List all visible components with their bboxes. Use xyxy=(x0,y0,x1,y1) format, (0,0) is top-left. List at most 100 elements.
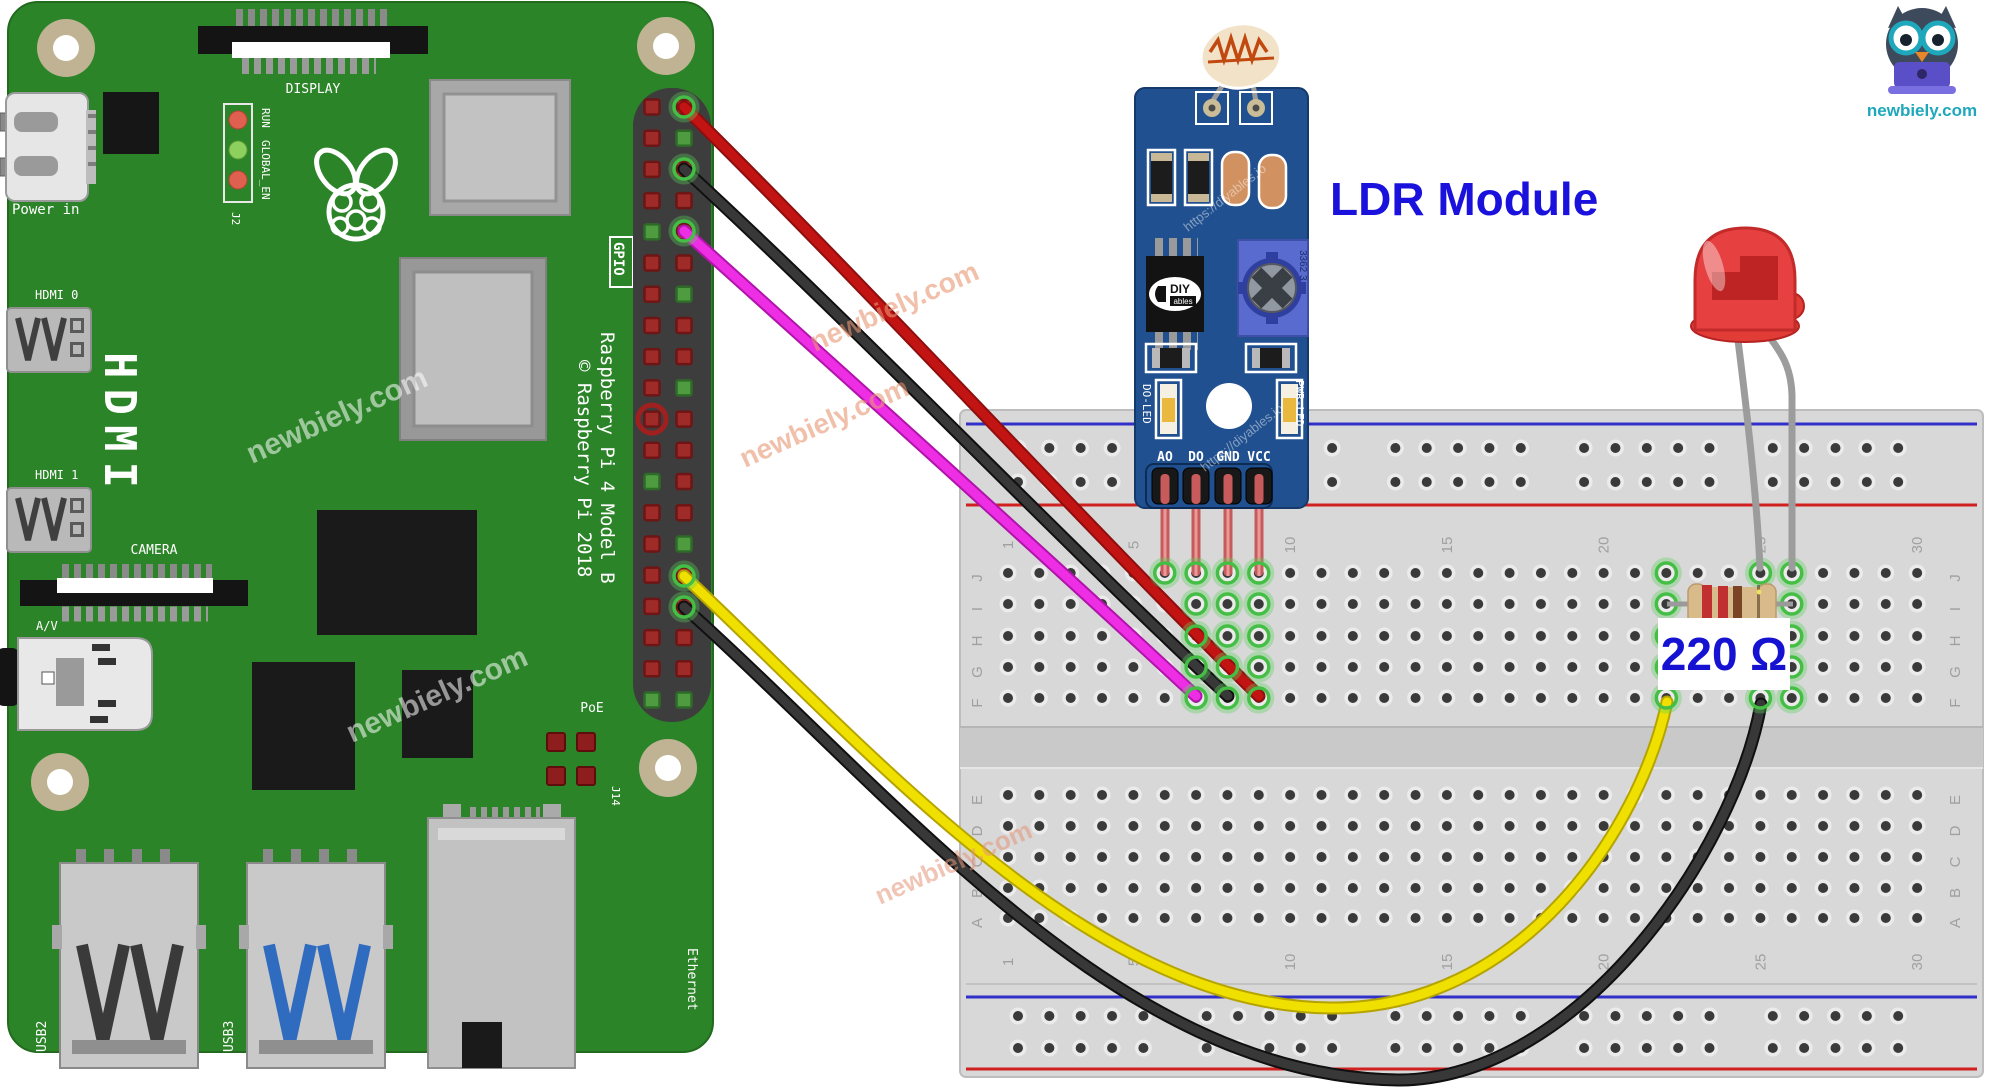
breadboard-label: D xyxy=(969,825,986,836)
resistor-value-text: 220 Ω xyxy=(1661,628,1787,680)
smd-components xyxy=(1146,148,1288,210)
wires xyxy=(677,100,1768,1087)
soc-chip xyxy=(429,79,571,216)
breadboard-label: G xyxy=(969,666,986,678)
breadboard-label: 15 xyxy=(1439,537,1456,554)
wire-yellow-gpio xyxy=(679,571,1672,1013)
module-pwr-led xyxy=(1275,378,1304,440)
breadboard-label: A xyxy=(969,918,986,928)
camera-connector xyxy=(20,564,248,622)
wire-black-led-gnd xyxy=(679,602,1766,1085)
photoresistor xyxy=(1195,22,1283,125)
breadboard-label: F xyxy=(1947,698,1964,707)
av-label: A/V xyxy=(36,619,58,633)
brand-site: newbiely.com xyxy=(1867,101,1977,120)
ic-chip: DIY ables xyxy=(1146,238,1204,350)
pot-marking: 3362 3 xyxy=(1297,250,1308,281)
wire-red-5v xyxy=(679,102,1264,701)
display-label: DISPLAY xyxy=(286,82,341,97)
led-leg-left xyxy=(1733,328,1764,572)
run-led xyxy=(228,110,248,130)
power-led-indicator xyxy=(228,140,248,160)
chip-usb-controller xyxy=(252,662,355,790)
j2-label: J2 xyxy=(229,212,242,225)
usb3-label: USB3 xyxy=(222,1021,237,1052)
breadboard-label: C xyxy=(1947,856,1964,867)
pwr-led-label: PWR-LED xyxy=(1293,380,1306,426)
wire-magenta-signal xyxy=(679,226,1201,701)
breadboard-label: D xyxy=(1947,825,1964,836)
usb2-label: USB2 xyxy=(35,1021,50,1052)
ic-logo-text: DIY xyxy=(1170,282,1190,296)
power-in-port xyxy=(0,92,96,202)
raspberry-pi-logo xyxy=(314,147,398,242)
gpio-label: GPIO xyxy=(610,242,626,276)
breadboard-groove xyxy=(960,727,1983,768)
module-pin-label: AO xyxy=(1157,450,1173,465)
led-red xyxy=(1690,226,1805,572)
pi-model-label: Raspberry Pi 4 Model B xyxy=(596,332,618,584)
module-do-led xyxy=(1154,378,1183,440)
chip-small xyxy=(103,92,159,154)
module-pin-label: DO xyxy=(1188,450,1204,465)
breadboard-label: 5 xyxy=(1125,958,1142,966)
ethernet-port xyxy=(427,804,576,1069)
breadboard-label: 20 xyxy=(1596,537,1613,554)
module-title: LDR Module xyxy=(1330,173,1598,225)
chip-large xyxy=(317,510,477,635)
usb2-port xyxy=(52,849,206,1069)
gpio-pins xyxy=(635,98,693,709)
resistor-band-brown xyxy=(1733,586,1742,623)
display-connector xyxy=(198,9,428,74)
smd-row2 xyxy=(1144,342,1298,374)
breadboard-label: B xyxy=(1947,888,1964,898)
led-die xyxy=(1712,256,1778,300)
breadboard-label: F xyxy=(969,698,986,707)
hdmi0-label: HDMI 0 xyxy=(35,288,78,302)
breadboard-label: I xyxy=(1947,607,1964,611)
mounting-holes xyxy=(31,17,697,811)
breadboard-label: 25 xyxy=(1752,954,1769,971)
global-en-led xyxy=(228,170,248,190)
breadboard-label: H xyxy=(969,636,986,647)
resistor-band-red1 xyxy=(1702,585,1712,624)
breadboard-label: 10 xyxy=(1282,537,1299,554)
breadboard-label: H xyxy=(1947,636,1964,647)
ram-chip xyxy=(399,257,547,441)
module-hole xyxy=(1206,383,1252,429)
potentiometer: 3362 3 xyxy=(1237,239,1309,337)
breadboard-label: 1 xyxy=(1000,541,1017,549)
breadboard-label: 1 xyxy=(1000,958,1017,966)
pi-copyright-label: © Raspberry Pi 2018 xyxy=(573,360,595,577)
j14-header xyxy=(546,732,596,786)
raspberry-pi-board: Power in DISPLAY RUN GLOBAL_EN J2 xyxy=(0,1,714,1069)
breadboard-label: B xyxy=(969,888,986,898)
breadboard-label: 20 xyxy=(1596,954,1613,971)
poe-label: PoE xyxy=(580,701,603,716)
ethernet-label: Ethernet xyxy=(684,948,699,1011)
breadboard-label: 15 xyxy=(1439,954,1456,971)
breadboard-label: J xyxy=(969,574,986,582)
breadboard-label: 10 xyxy=(1282,954,1299,971)
global-en-label: GLOBAL_EN xyxy=(259,140,272,200)
module-pin-legs xyxy=(1160,500,1264,576)
module-pin-label: GND xyxy=(1216,450,1240,465)
module-pin-label: VCC xyxy=(1247,450,1270,465)
ldr-module: DIY ables 3362 3 DO-LED xyxy=(1134,22,1309,576)
resistor-band-red2 xyxy=(1718,586,1728,623)
av-jack xyxy=(0,637,153,731)
usb3-port xyxy=(239,849,393,1069)
breadboard-label: I xyxy=(969,607,986,611)
breadboard-label: A xyxy=(1947,918,1964,928)
camera-label: CAMERA xyxy=(131,543,178,558)
power-in-label: Power in xyxy=(12,202,79,218)
hdmi-big-label: HDMI xyxy=(94,352,145,498)
breadboard-label: 30 xyxy=(1909,537,1926,554)
hdmi1-label: HDMI 1 xyxy=(35,468,78,482)
run-label: RUN xyxy=(259,108,272,128)
do-led-label: DO-LED xyxy=(1140,384,1153,424)
breadboard-label: 5 xyxy=(1125,541,1142,549)
wire-black-gnd xyxy=(679,164,1233,701)
